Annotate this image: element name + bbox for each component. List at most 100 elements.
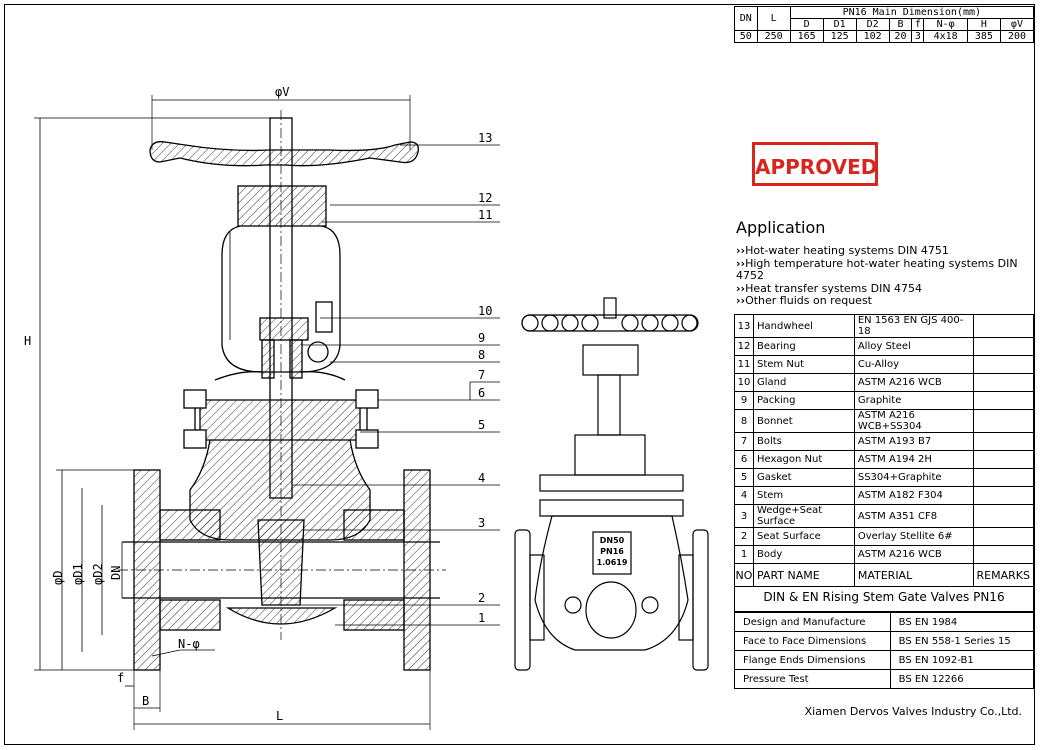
dimension-table: DN L PN16 Main Dimension(mm) D D1 D2 B f… (734, 6, 1035, 43)
application-section: Application Hot-water heating systems DI… (736, 218, 1036, 308)
dim-subheader: N-φ (923, 18, 968, 31)
parts-cell-name: Hexagon Nut (753, 450, 855, 469)
parts-cell-material: Overlay Stellite 6# (853, 527, 974, 546)
parts-cell-no: 5 (734, 468, 754, 487)
label-phi-d2: φD2 (91, 563, 105, 585)
parts-cell-remarks (972, 337, 1035, 356)
callout-3: 3 (478, 516, 485, 530)
dim-subheader: φV (999, 18, 1035, 31)
parts-cell-material: SS304+Graphite (853, 468, 974, 487)
dim-subheader: D1 (822, 18, 857, 31)
dim-subheader: f (911, 18, 925, 31)
parts-cell-material: ASTM A216 WCB (853, 373, 974, 392)
dim-cell: 125 (822, 30, 857, 43)
callout-7: 7 (478, 368, 485, 382)
application-heading: Application (736, 218, 826, 237)
dim-header-l: L (756, 6, 791, 31)
parts-cell-name: Gasket (753, 468, 855, 487)
parts-cell-material: ASTM A182 F304 (853, 486, 974, 505)
parts-cell-remarks (972, 504, 1035, 528)
parts-cell-no: 6 (734, 450, 754, 469)
body-marking-material: 1.0619 (597, 558, 628, 567)
standard-label: Flange Ends Dimensions (734, 650, 891, 670)
parts-cell-name: Bearing (753, 337, 855, 356)
dim-cell: 165 (789, 30, 824, 43)
dim-cell: 250 (756, 30, 791, 43)
parts-cell-no: 10 (734, 373, 754, 392)
title-block: DIN & EN Rising Stem Gate Valves PN16 De… (734, 583, 1035, 689)
company-name: Xiamen Dervos Valves Industry Co.,Ltd. (804, 705, 1022, 718)
callout-4: 4 (478, 471, 485, 485)
parts-cell-material: ASTM A216 WCB+SS304 (853, 409, 974, 433)
parts-cell-material: ASTM A194 2H (853, 450, 974, 469)
dim-cell: 50 (734, 30, 758, 43)
dim-subheader: D (789, 18, 824, 31)
callout-12: 12 (478, 191, 492, 205)
label-dn: DN (109, 566, 123, 580)
standard-value: BS EN 558-1 Series 15 (889, 631, 1035, 651)
parts-cell-material: Alloy Steel (853, 337, 974, 356)
callout-1: 1 (478, 611, 485, 625)
parts-cell-name: Packing (753, 391, 855, 410)
parts-cell-no: 9 (734, 391, 754, 410)
dim-header-dn: DN (734, 6, 758, 31)
standard-value: BS EN 1092-B1 (889, 650, 1035, 670)
parts-cell-name: Bonnet (753, 409, 855, 433)
parts-cell-name: Stem Nut (753, 355, 855, 374)
label-b: B (142, 694, 149, 708)
standard-label: Pressure Test (734, 669, 891, 689)
label-f: f (117, 671, 124, 685)
list-item: High temperature hot-water heating syste… (736, 257, 1036, 283)
approved-stamp: APPROVED (752, 142, 878, 186)
standard-label: Design and Manufacture (734, 612, 891, 632)
parts-cell-name: Bolts (753, 432, 855, 451)
parts-cell-remarks (972, 468, 1035, 487)
parts-cell-no: 12 (734, 337, 754, 356)
drawing-frame (4, 4, 1035, 745)
parts-cell-name: Handwheel (753, 314, 855, 338)
standard-value: BS EN 12266 (889, 669, 1035, 689)
parts-cell-remarks (972, 391, 1035, 410)
parts-cell-no: 11 (734, 355, 754, 374)
parts-header-remarks: REMARKS (972, 563, 1035, 587)
parts-cell-no: 4 (734, 486, 754, 505)
label-phi-d: φD (51, 571, 65, 585)
dim-row: 50 250 165 125 102 20 3 4x18 385 200 (734, 30, 1035, 43)
parts-cell-remarks (972, 486, 1035, 505)
list-item: Heat transfer systems DIN 4754 (736, 282, 1036, 296)
parts-cell-remarks (972, 450, 1035, 469)
callout-10: 10 (478, 304, 492, 318)
dim-cell: 385 (966, 30, 1001, 43)
parts-cell-remarks (972, 314, 1035, 338)
parts-cell-name: Wedge+Seat Surface (753, 504, 855, 528)
parts-cell-remarks (972, 527, 1035, 546)
callout-2: 2 (478, 591, 485, 605)
body-marking-pn: PN16 (600, 547, 624, 556)
parts-header-row: NO PART NAME MATERIAL REMARKS (734, 563, 1035, 587)
parts-cell-material: ASTM A351 CF8 (853, 504, 974, 528)
parts-cell-name: Seat Surface (753, 527, 855, 546)
list-item: Hot-water heating systems DIN 4751 (736, 244, 1036, 258)
parts-cell-material: EN 1563 EN GJS 400-18 (853, 314, 974, 338)
parts-header-name: PART NAME (753, 563, 855, 587)
parts-cell-no: 2 (734, 527, 754, 546)
parts-cell-name: Body (753, 545, 855, 564)
dim-group-header: PN16 Main Dimension(mm) (789, 6, 1035, 19)
parts-cell-remarks (972, 373, 1035, 392)
parts-cell-remarks (972, 409, 1035, 433)
parts-cell-no: 8 (734, 409, 754, 433)
label-phi-d1: φD1 (71, 563, 85, 585)
callout-5: 5 (478, 418, 485, 432)
parts-header-no: NO (734, 563, 754, 587)
